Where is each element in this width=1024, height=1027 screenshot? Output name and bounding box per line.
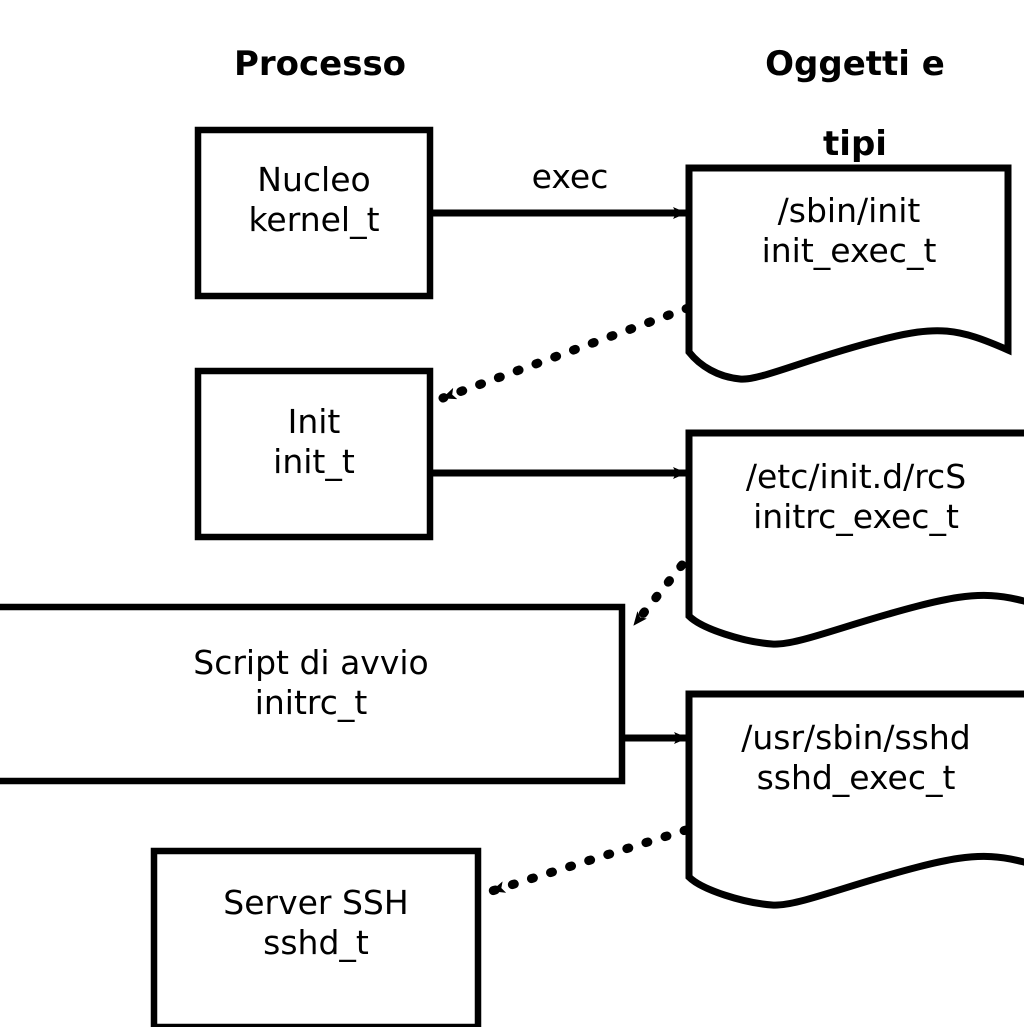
process-node-sshd bbox=[150, 847, 482, 1027]
object-node-sshd-exec bbox=[685, 690, 1024, 909]
object-node-init-exec bbox=[685, 164, 1012, 383]
edge-label-exec: exec bbox=[531, 157, 609, 196]
column-header-processes-line1: Processo bbox=[233, 44, 407, 85]
edge-sshd-exec-to-sshd bbox=[487, 825, 691, 896]
column-header-objects-line1: Oggetti e bbox=[765, 44, 945, 85]
column-header-objects-line2: tipi bbox=[823, 124, 887, 165]
object-node-initrc-exec bbox=[685, 429, 1024, 648]
edge-init-exec-to-init bbox=[438, 303, 693, 403]
process-node-initrc bbox=[0, 603, 626, 785]
column-header-objects: Oggetti e tipi bbox=[690, 4, 1020, 205]
process-node-init bbox=[194, 367, 434, 541]
edge-initrc-exec-to-initrc bbox=[629, 560, 687, 630]
process-node-kernel bbox=[194, 126, 434, 300]
